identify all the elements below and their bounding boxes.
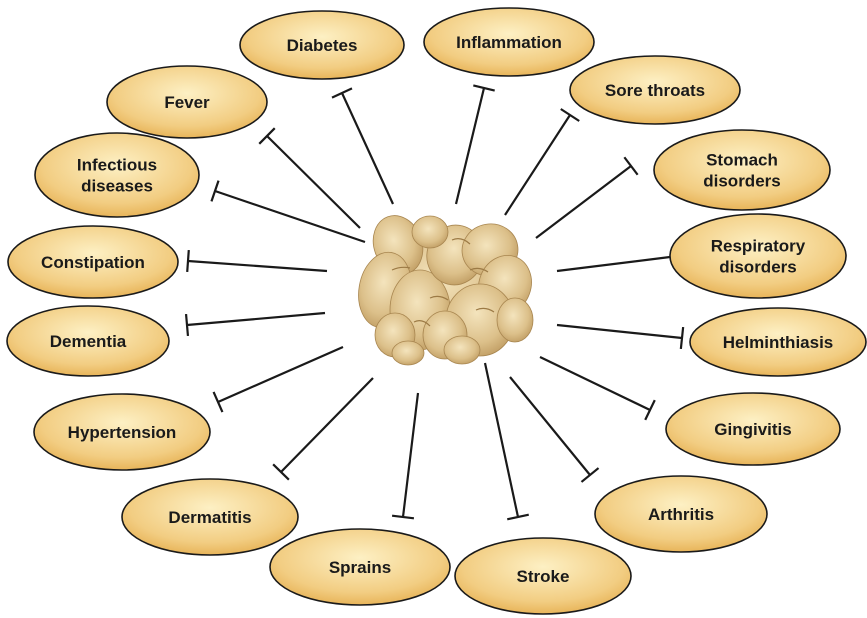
node-label: Sore throats [605,81,705,100]
condition-node-dementia: Dementia [7,306,169,376]
condition-node-inflammation: Inflammation [424,8,594,76]
inhibition-line-gingivitis [540,357,655,420]
inhibition-line-respiratory-disorders [557,245,679,271]
node-label: Gingivitis [714,420,791,439]
node-label: Stomach [706,151,778,170]
inhibition-line-arthritis [510,377,599,482]
inhibition-line-hypertension [214,347,343,412]
inhibition-line-fever [259,128,360,228]
inhibition-line-sore-throats [505,109,579,215]
node-label: Arthritis [648,505,714,524]
inhibition-line-constipation [187,250,327,272]
inhibition-line-helminthiasis [557,325,683,349]
condition-node-stroke: Stroke [455,538,631,614]
condition-node-stomach-disorders: Stomach disorders [654,130,830,210]
node-ellipse [35,133,199,217]
condition-node-constipation: Constipation [8,226,178,298]
condition-node-sore-throats: Sore throats [570,56,740,124]
inhibition-line-inflammation [456,85,495,204]
node-label: Diabetes [287,36,358,55]
ginger-root-icon [353,209,540,365]
ginger-lobe [444,336,480,364]
node-label: Dermatitis [168,508,251,527]
condition-node-sprains: Sprains [270,529,450,605]
condition-node-gingivitis: Gingivitis [666,393,840,465]
node-label: disorders [719,258,796,277]
node-label: Hypertension [68,423,177,442]
condition-node-fever: Fever [107,66,267,138]
inhibition-line-diabetes [332,88,393,204]
node-label: Helminthiasis [723,333,834,352]
ginger-lobe [392,341,424,365]
condition-node-respiratory-disorders: Respiratory disorders [670,214,846,298]
condition-node-dermatitis: Dermatitis [122,479,298,555]
node-label: Respiratory [711,237,806,256]
inhibition-line-dermatitis [273,378,373,480]
inhibition-line-dementia [186,313,325,336]
node-label: diseases [81,177,153,196]
node-ellipse [670,214,846,298]
inhibition-line-stroke [485,363,529,519]
inhibition-line-stomach-disorders [536,157,638,238]
node-label: Infectious [77,156,157,175]
node-label: Inflammation [456,33,562,52]
condition-node-helminthiasis: Helminthiasis [690,308,866,376]
node-label: Stroke [517,567,570,586]
ginger-lobe [412,216,448,248]
condition-node-arthritis: Arthritis [595,476,767,552]
node-label: Fever [164,93,210,112]
node-label: Dementia [50,332,127,351]
node-ellipse [654,130,830,210]
node-label: Sprains [329,558,391,577]
node-label: disorders [703,172,780,191]
ginger-lobe [497,298,533,342]
condition-node-hypertension: Hypertension [34,394,210,470]
node-label: Constipation [41,253,145,272]
condition-node-infectious-diseases: Infectious diseases [35,133,199,217]
inhibition-line-sprains [392,393,418,518]
condition-node-diabetes: Diabetes [240,11,404,79]
